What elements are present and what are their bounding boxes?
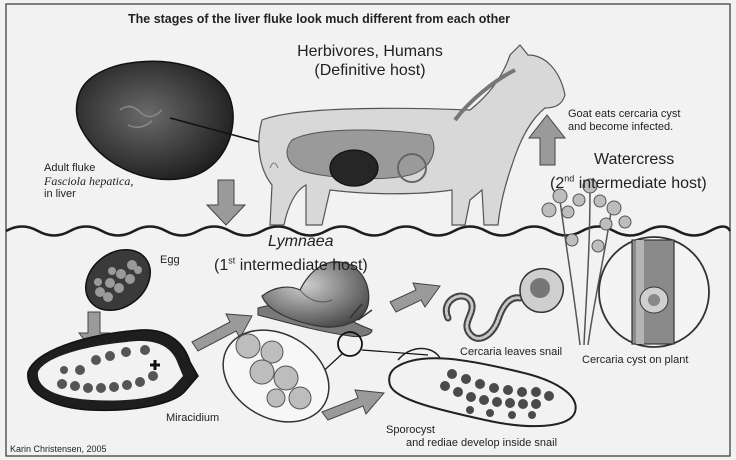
goat-eats-line1: Goat eats cercaria cyst <box>568 108 681 121</box>
second-intermediate-host-label: (2nd intermediate host) <box>550 174 707 193</box>
watercress-label: Watercress <box>594 150 674 169</box>
adult-fluke-line3: in liver <box>44 188 133 201</box>
goat-eats-line2: and become infected. <box>568 121 681 134</box>
egg-illustration <box>74 237 162 323</box>
cercaria-leaves-snail-label: Cercaria leaves snail <box>460 346 562 359</box>
redia-illustration <box>389 348 575 426</box>
miracidium-illustration <box>28 330 198 410</box>
cercaria-cyst-inset <box>599 237 709 347</box>
definitive-host-label: Herbivores, Humans (Definitive host) <box>270 42 470 80</box>
lymnaea-label: Lymnaea <box>268 232 334 251</box>
arrow-sporocyst-to-redia <box>322 390 384 420</box>
first-intermediate-host-label: (1st intermediate host) <box>214 256 368 275</box>
definitive-host-line1: Herbivores, Humans <box>270 42 470 61</box>
goat-eats-label: Goat eats cercaria cyst and become infec… <box>568 108 681 134</box>
sporocyst-line2: and rediae develop inside snail <box>386 437 557 450</box>
cercaria-cyst-label: Cercaria cyst on plant <box>582 354 688 367</box>
credit-label: Karin Christensen, 2005 <box>10 444 107 454</box>
definitive-host-line2: (Definitive host) <box>270 61 470 80</box>
cercaria-illustration <box>446 269 563 339</box>
arrow-snail-to-cercaria <box>390 283 440 312</box>
water-surface-line <box>6 227 730 236</box>
diagram-title: The stages of the liver fluke look much … <box>128 12 510 26</box>
arrow-plant-to-goat <box>529 115 565 165</box>
first-host-prefix: (1 <box>214 257 228 274</box>
first-host-suffix: intermediate host) <box>235 257 368 274</box>
sporocyst-line1: Sporocyst <box>386 424 557 437</box>
adult-fluke-label: Adult fluke Fasciola hepatica, in liver <box>44 162 133 201</box>
egg-label: Egg <box>160 254 180 267</box>
second-host-superscript: nd <box>564 174 574 184</box>
adult-fluke-species: Fasciola hepatica, <box>44 175 133 188</box>
miracidium-label: Miracidium <box>166 412 219 425</box>
sporocyst-label: Sporocyst and rediae develop inside snai… <box>386 424 557 450</box>
arrow-fluke-to-egg <box>207 180 245 225</box>
second-host-prefix: (2 <box>550 175 564 192</box>
second-host-suffix: intermediate host) <box>574 175 707 192</box>
